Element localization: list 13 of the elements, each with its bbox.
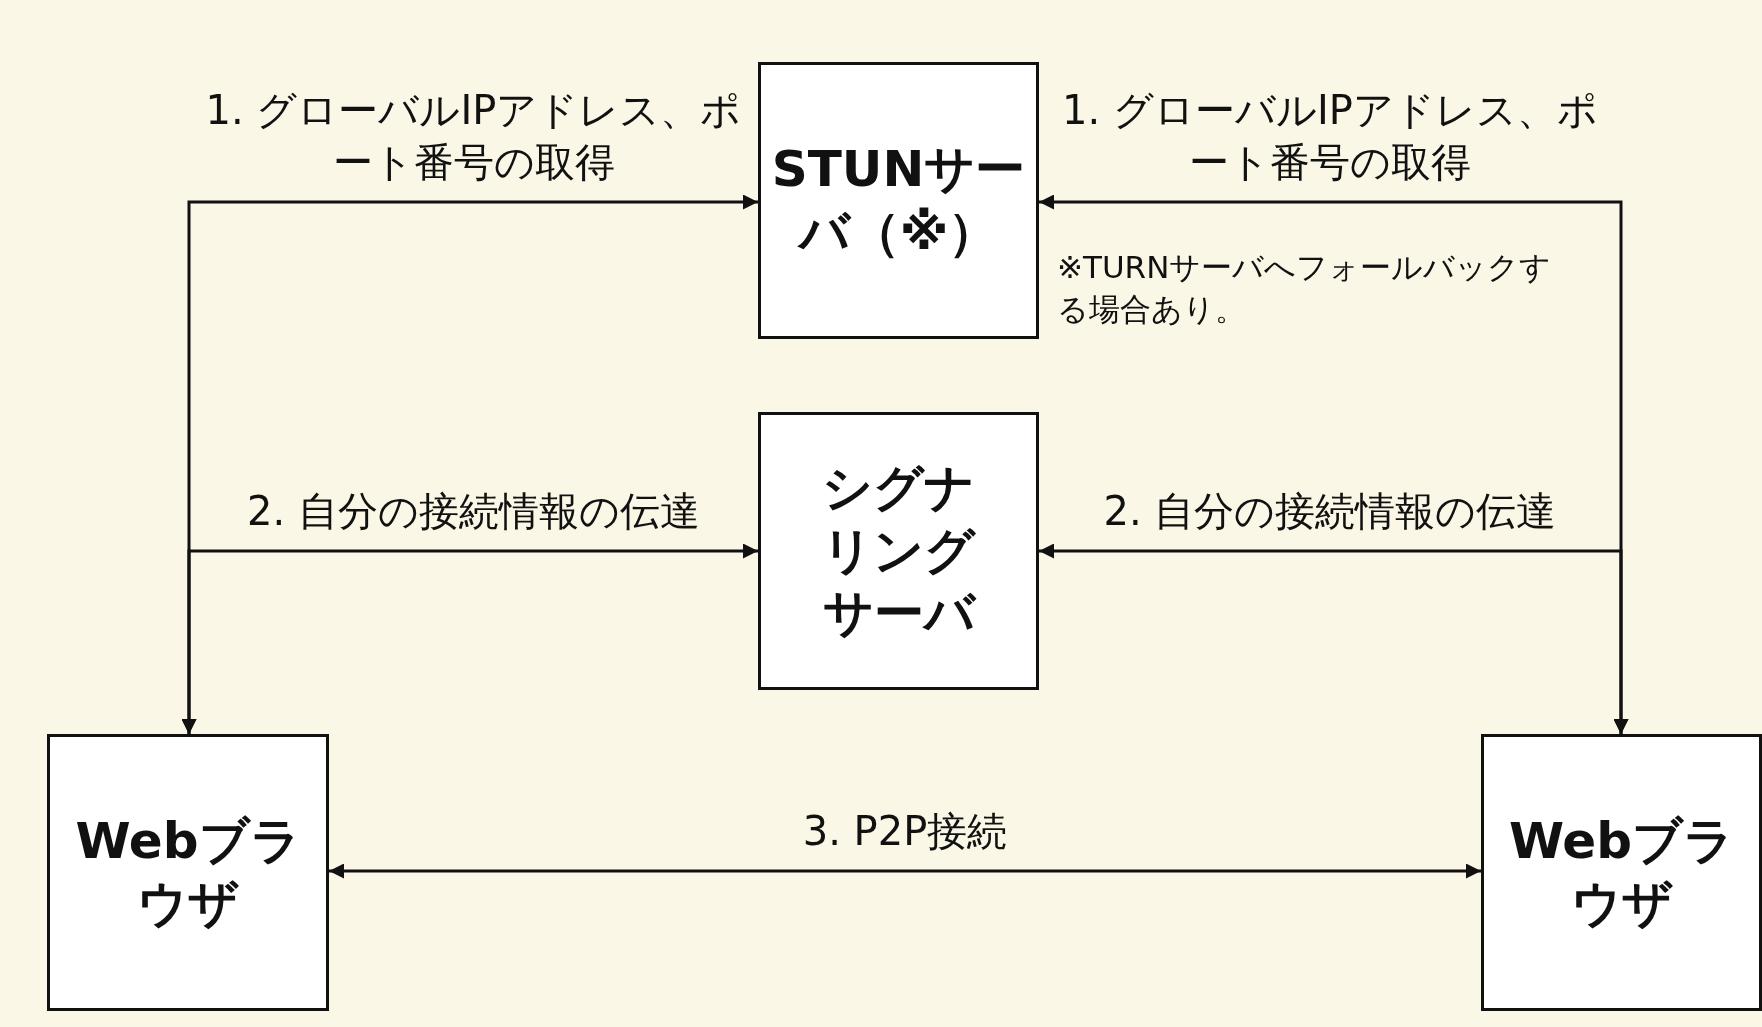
note: ※TURNサーバへフォールバックする場合あり。: [1057, 248, 1553, 329]
server-box: シグナリングサーバ: [758, 412, 1039, 690]
edge-label: 2. 自分の接続情報の伝達: [1102, 487, 1558, 536]
edge-label: 3. P2P接続: [801, 807, 1009, 856]
browser-box: Webブラウザ: [1481, 734, 1762, 1011]
server-box: STUNサーバ（※）: [758, 62, 1039, 339]
arrow: [1039, 543, 1629, 734]
edge-label: 1. グローバルIPアドレス、ポート番号の取得: [1061, 86, 1599, 187]
edge-label: 1. グローバルIPアドレス、ポート番号の取得: [204, 86, 743, 187]
edge-label: 2. 自分の接続情報の伝達: [246, 487, 701, 536]
arrow: [181, 543, 758, 734]
browser-box: Webブラウザ: [47, 734, 329, 1011]
arrow: [329, 863, 1481, 879]
